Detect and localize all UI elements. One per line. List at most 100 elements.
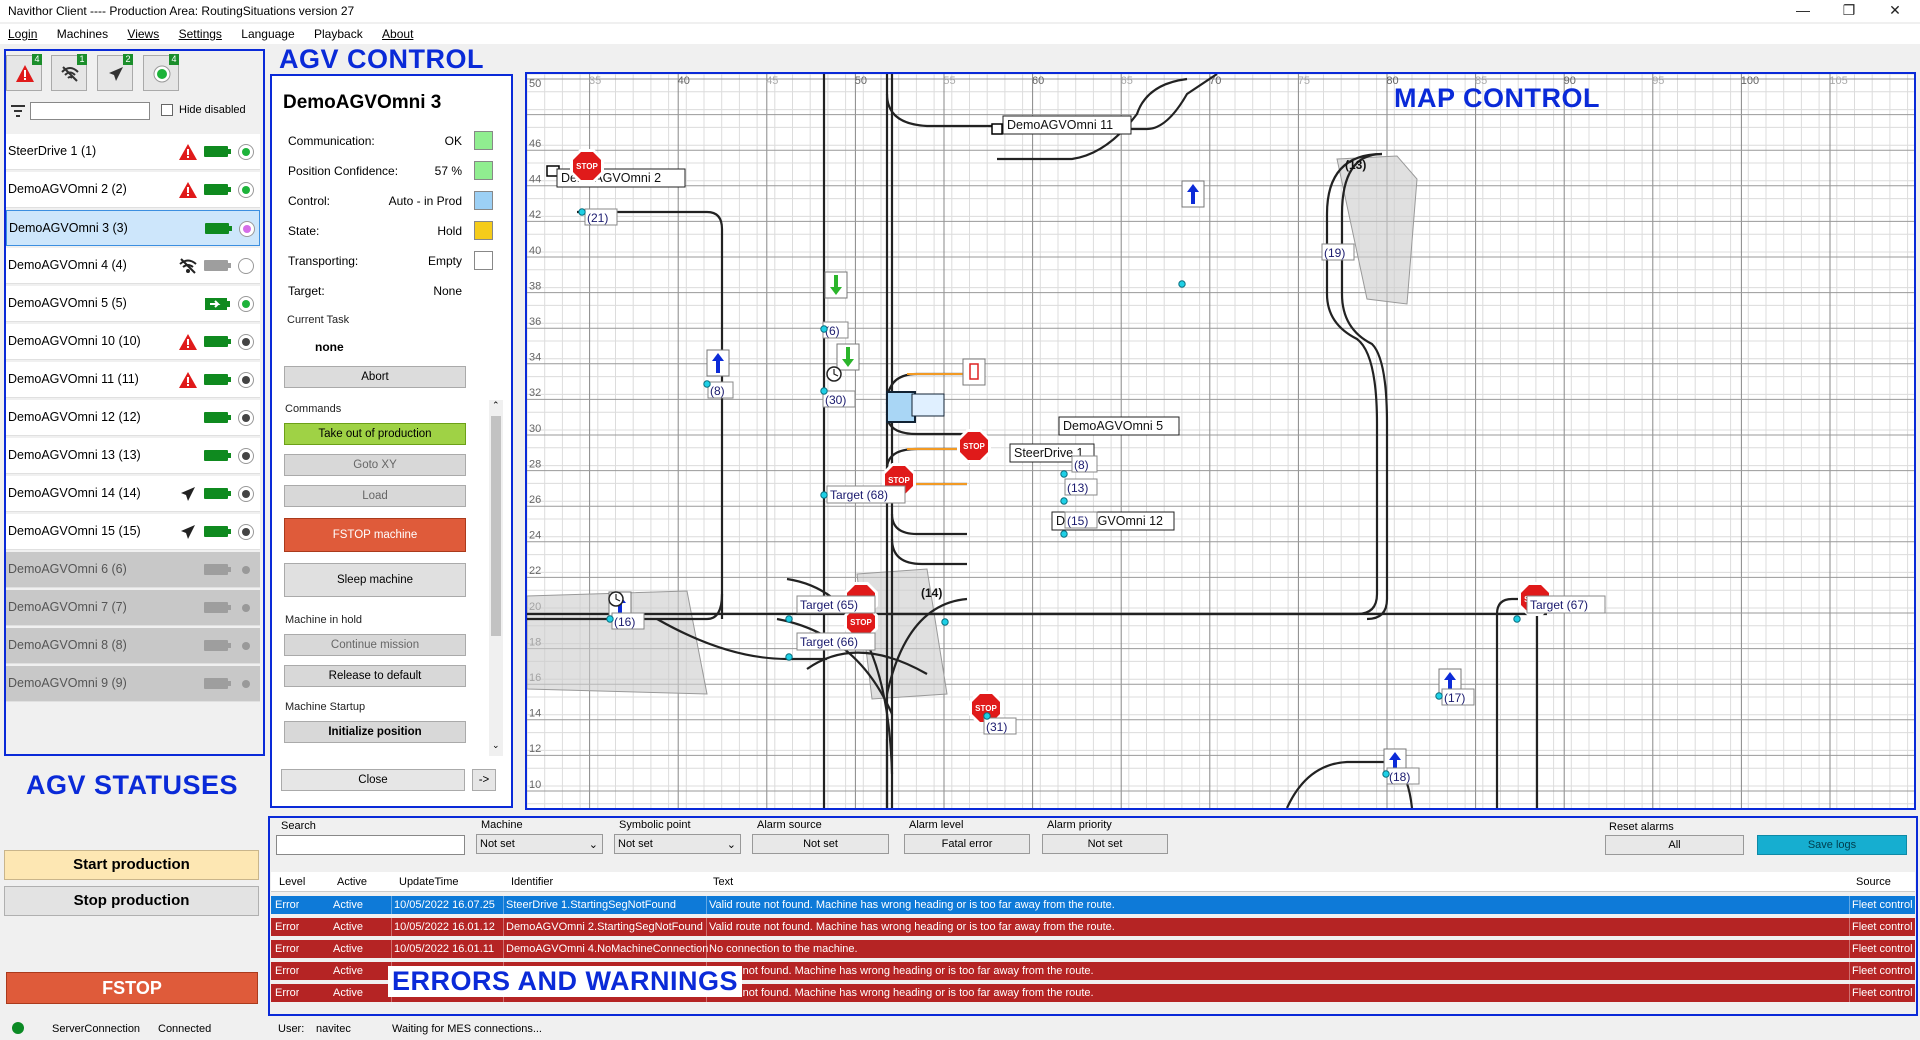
point-label[interactable]: (6)	[825, 324, 840, 338]
start-production-button[interactable]: Start production	[4, 850, 259, 880]
route-node[interactable]	[1382, 770, 1390, 778]
sleep-machine-button[interactable]: Sleep machine	[284, 563, 466, 597]
menu-settings[interactable]: Settings	[178, 27, 222, 41]
point-label[interactable]: (19)	[1324, 246, 1345, 260]
save-logs-button[interactable]: Save logs	[1757, 835, 1907, 855]
fstop-machine-button[interactable]: FSTOP machine	[284, 518, 466, 552]
scroll-down-icon[interactable]: ⌄	[492, 740, 500, 750]
scroll-up-icon[interactable]: ⌃	[492, 400, 500, 410]
commands-scrollbar[interactable]: ⌃ ⌄	[489, 400, 503, 756]
agv-list-item[interactable]: DemoAGVOmni 15 (15)	[6, 514, 260, 550]
point-label[interactable]: (21)	[587, 211, 608, 225]
point-label[interactable]: (13)	[1345, 158, 1366, 172]
menu-machines[interactable]: Machines	[56, 27, 109, 41]
target-label[interactable]: Target (66)	[800, 635, 858, 649]
col-active[interactable]: Active	[337, 876, 367, 888]
agv-list-item[interactable]: DemoAGVOmni 10 (10)	[6, 324, 260, 360]
col-text[interactable]: Text	[713, 876, 734, 888]
route-node[interactable]	[578, 208, 586, 216]
agv-list-item[interactable]: DemoAGVOmni 8 (8)	[6, 628, 260, 664]
filter-online-button[interactable]: 4	[143, 54, 179, 91]
agv-list-item[interactable]: DemoAGVOmni 12 (12)	[6, 400, 260, 436]
point-label[interactable]: (18)	[1389, 770, 1410, 784]
col-updatetime[interactable]: UpdateTime	[399, 876, 459, 888]
target-label[interactable]: Target (67)	[1530, 598, 1588, 612]
route-node[interactable]	[820, 491, 828, 499]
menu-login[interactable]: Login	[8, 27, 38, 41]
route-node[interactable]	[1178, 280, 1186, 288]
point-label[interactable]: (16)	[614, 615, 635, 629]
minimize-button[interactable]: —	[1796, 2, 1810, 18]
agv-list-item[interactable]: DemoAGVOmni 13 (13)	[6, 438, 260, 474]
reset-alarms-button[interactable]: All	[1605, 835, 1744, 855]
vehicle-label[interactable]: DemoAGVOmni 5	[1063, 419, 1163, 433]
agv-list-item[interactable]: DemoAGVOmni 5 (5)	[6, 286, 260, 322]
filter-warning-button[interactable]: 4	[6, 54, 42, 91]
col-level[interactable]: Level	[279, 876, 306, 888]
fstop-button[interactable]: FSTOP	[6, 972, 258, 1004]
agv-list-item[interactable]: DemoAGVOmni 7 (7)	[6, 590, 260, 626]
stop-production-button[interactable]: Stop production	[4, 886, 259, 916]
symbolic-point-select[interactable]: Not set⌄	[614, 834, 741, 854]
initialize-position-button[interactable]: Initialize position	[284, 721, 466, 743]
filter-wifi-off-button[interactable]: 1	[51, 54, 87, 91]
col-source[interactable]: Source	[1856, 876, 1891, 888]
release-to-default-button[interactable]: Release to default	[284, 665, 466, 687]
take-out-of-production-button[interactable]: Take out of production	[284, 423, 466, 445]
route-node[interactable]	[820, 325, 828, 333]
abort-button[interactable]: Abort	[284, 366, 466, 388]
scrollbar-thumb[interactable]	[491, 416, 501, 636]
point-label[interactable]: (13)	[1067, 481, 1088, 495]
route-node[interactable]	[1435, 692, 1443, 700]
alarm-level-select[interactable]: Fatal error	[904, 834, 1030, 854]
route-node[interactable]	[820, 387, 828, 395]
route-node[interactable]	[941, 618, 949, 626]
load-button[interactable]: Load	[284, 485, 466, 507]
agv-list-item[interactable]: DemoAGVOmni 14 (14)	[6, 476, 260, 512]
agv-list-item[interactable]: DemoAGVOmni 6 (6)	[6, 552, 260, 588]
goto-xy-button[interactable]: Goto XY	[284, 454, 466, 476]
maximize-button[interactable]: ❐	[1842, 2, 1856, 18]
point-label[interactable]: (15)	[1067, 514, 1088, 528]
agv-list-item[interactable]: DemoAGVOmni 2 (2)	[6, 172, 260, 208]
point-label[interactable]: (8)	[1074, 458, 1089, 472]
agv-list-item[interactable]: DemoAGVOmni 11 (11)	[6, 362, 260, 398]
route-node[interactable]	[1060, 470, 1068, 478]
route-node[interactable]	[703, 380, 711, 388]
continue-mission-button[interactable]: Continue mission	[284, 634, 466, 656]
point-label[interactable]: (8)	[710, 384, 725, 398]
point-label[interactable]: (14)	[921, 586, 942, 600]
agv-body[interactable]	[911, 393, 945, 417]
route-node[interactable]	[1060, 530, 1068, 538]
route-node[interactable]	[606, 615, 614, 623]
route-node[interactable]	[1060, 497, 1068, 505]
agv-list-item[interactable]: DemoAGVOmni 9 (9)	[6, 666, 260, 702]
menu-playback[interactable]: Playback	[314, 27, 363, 41]
vehicle-label[interactable]: DemoAGVOmni 11	[1007, 118, 1113, 132]
alarm-priority-select[interactable]: Not set	[1042, 834, 1168, 854]
agv-body[interactable]	[991, 123, 1003, 135]
alarm-source-select[interactable]: Not set	[752, 834, 889, 854]
route-node[interactable]	[785, 653, 793, 661]
point-label[interactable]: (17)	[1444, 691, 1465, 705]
machine-select[interactable]: Not set⌄	[476, 834, 603, 854]
close-control-button[interactable]: Close	[281, 769, 465, 791]
agv-list-item[interactable]: DemoAGVOmni 3 (3)	[6, 210, 260, 246]
agv-list-item[interactable]: DemoAGVOmni 4 (4)	[6, 248, 260, 284]
agv-list-item[interactable]: SteerDrive 1 (1)	[6, 134, 260, 170]
search-input[interactable]	[276, 835, 465, 855]
menu-views[interactable]: Views	[127, 27, 160, 41]
close-window-button[interactable]: ✕	[1889, 2, 1901, 18]
agv-body[interactable]	[886, 391, 916, 423]
point-label[interactable]: (31)	[986, 720, 1007, 734]
vehicle-label[interactable]: SteerDrive 1	[1014, 446, 1084, 460]
menu-language[interactable]: Language	[241, 27, 295, 41]
route-node[interactable]	[1513, 615, 1521, 623]
filter-airplane-button[interactable]: 2	[97, 54, 133, 91]
agv-filter-input[interactable]	[30, 102, 150, 120]
